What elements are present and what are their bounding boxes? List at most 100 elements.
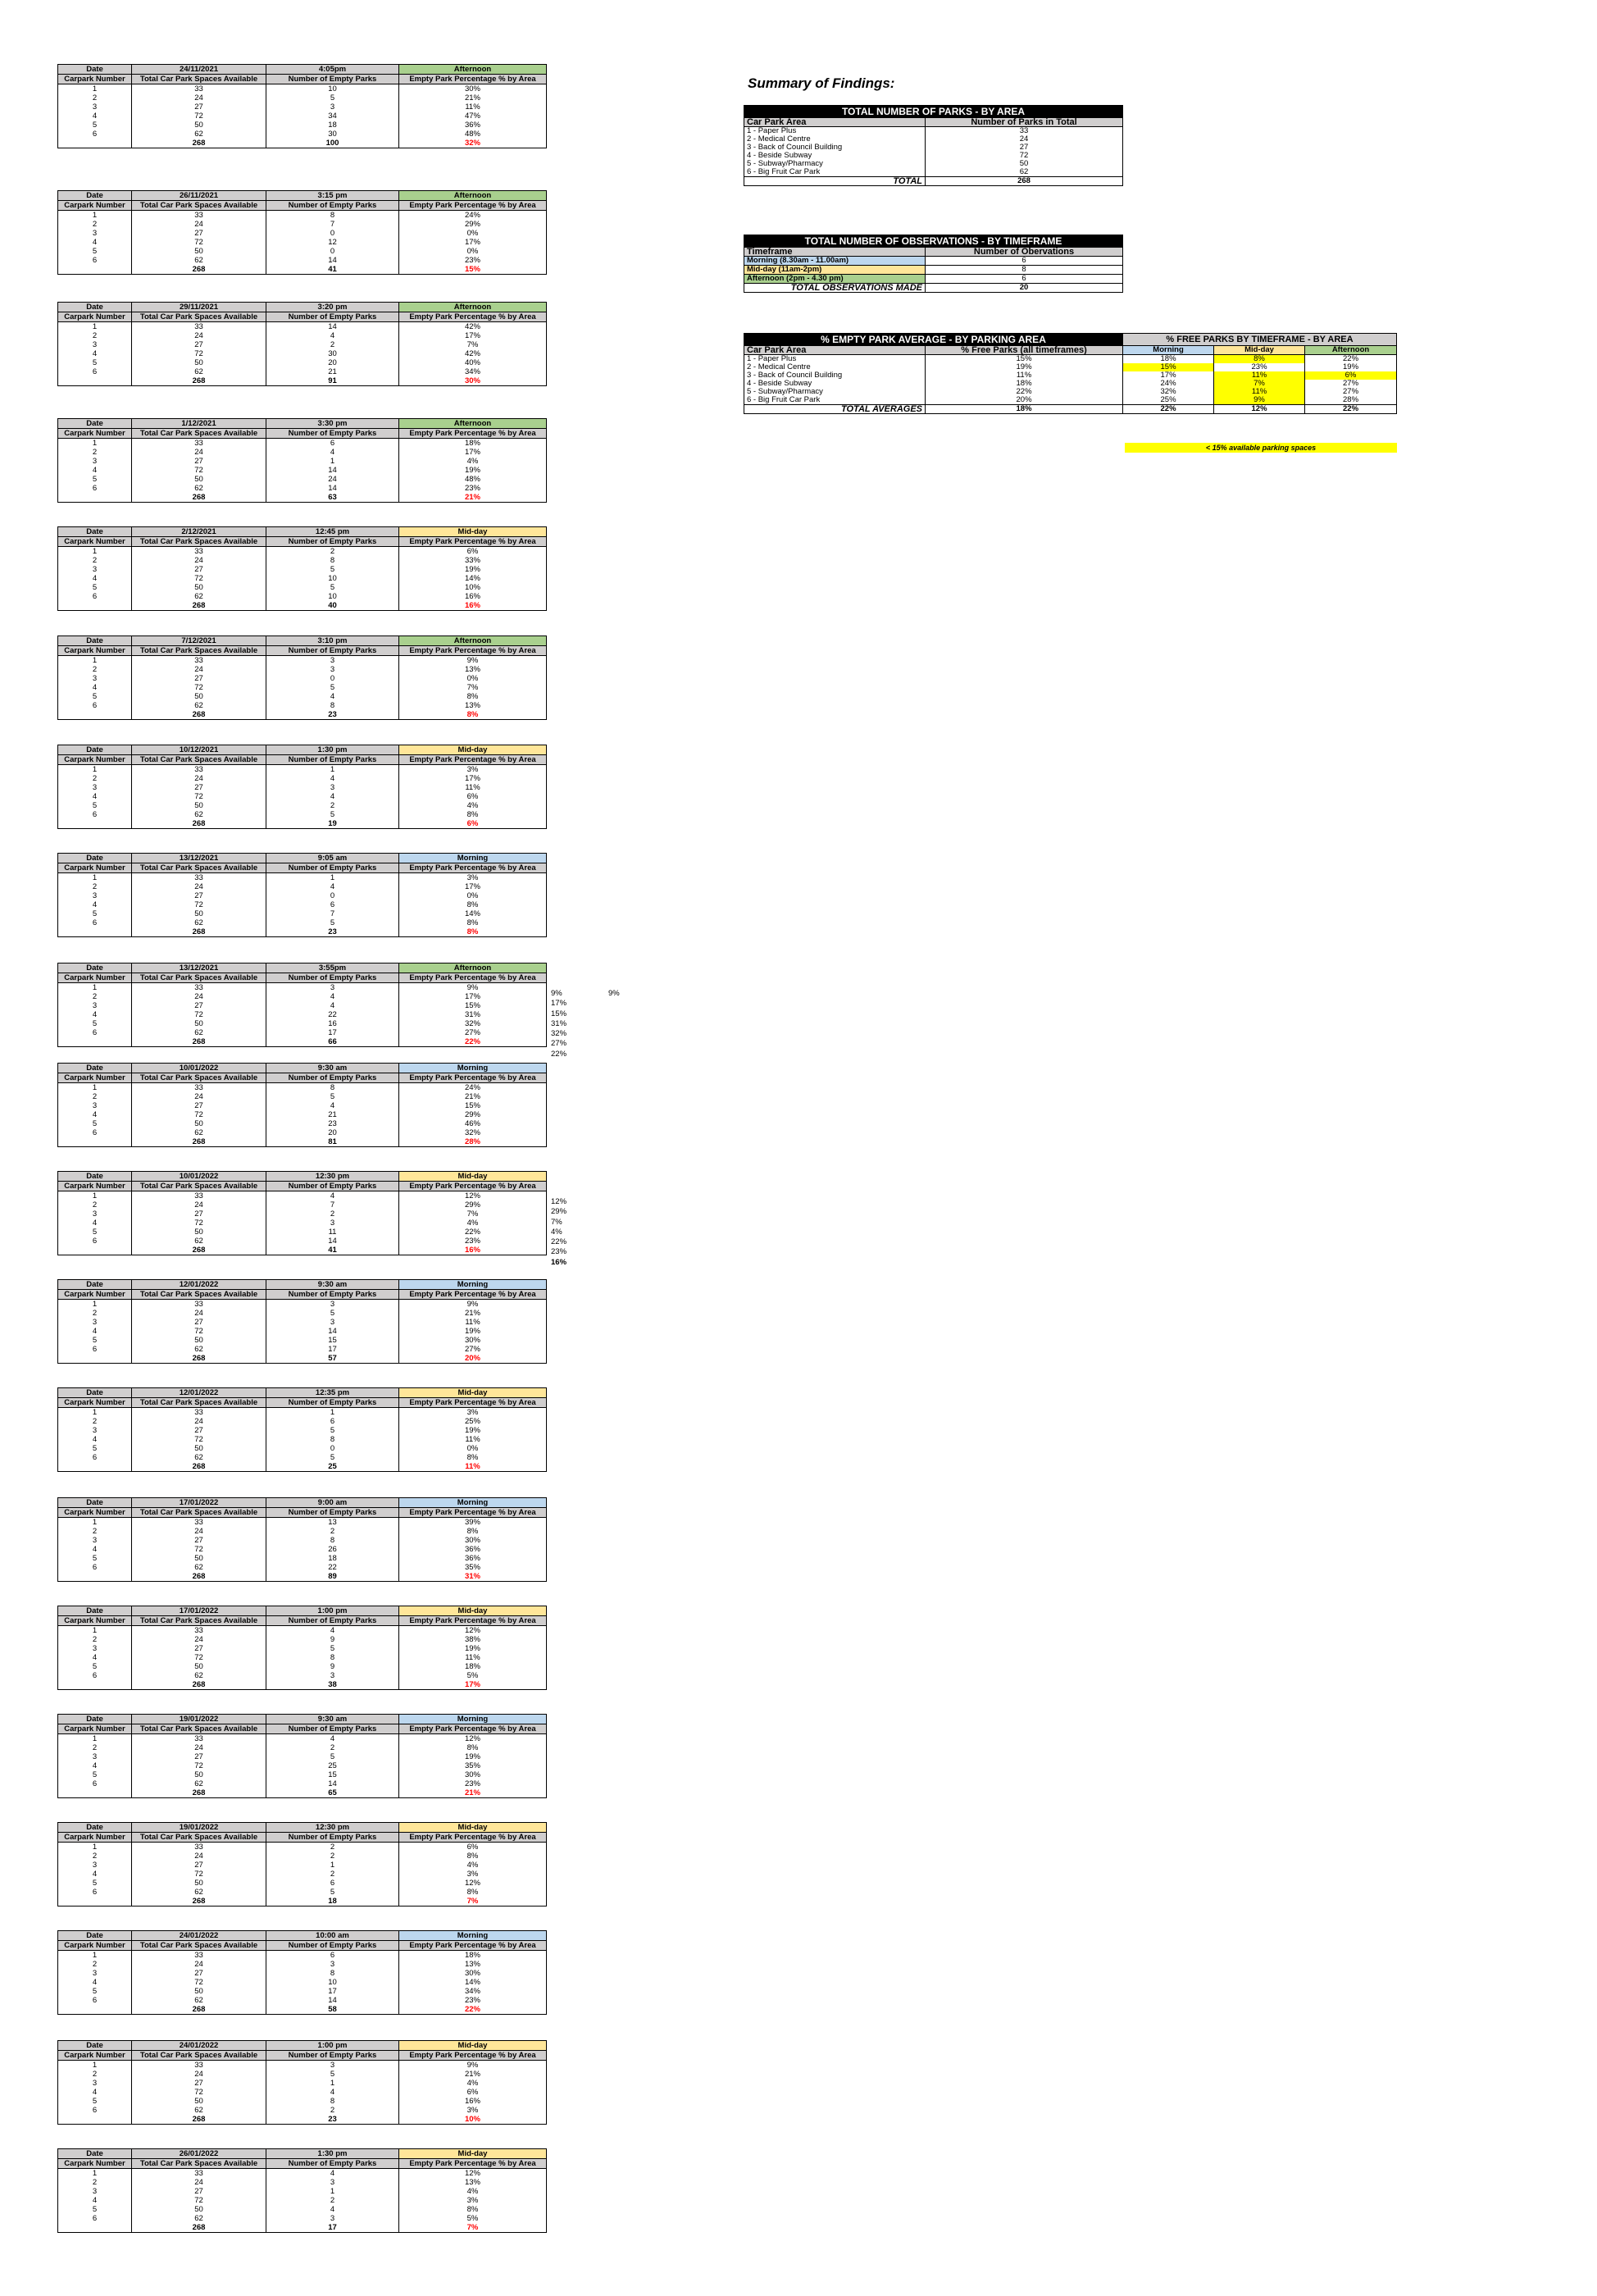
total-spaces-header: Total Car Park Spaces Available: [131, 863, 266, 873]
empty-pct: 4%: [398, 801, 547, 810]
total-empty-sum: 63: [266, 493, 399, 503]
side-note: 22%: [551, 1049, 567, 1059]
empty-pct: 30%: [398, 1770, 547, 1779]
empty-parks: 4: [266, 992, 399, 1001]
empty-parks: 17: [266, 1028, 399, 1037]
summary-title: Summary of Findings:: [748, 75, 895, 91]
carpark-number-header: Carpark Number: [57, 1940, 132, 1951]
empty-parks-header: Number of Empty Parks: [266, 2158, 399, 2169]
total-empty-sum: 89: [266, 1572, 399, 1582]
total-spaces-header: Total Car Park Spaces Available: [131, 1832, 266, 1843]
total-blank: [57, 1037, 132, 1047]
empty-parks: 1: [266, 764, 399, 774]
carpark-number: 6: [57, 1128, 132, 1137]
total-empty-pct: 11%: [398, 1462, 547, 1472]
total-empty-sum: 66: [266, 1037, 399, 1047]
empty-parks-header: Number of Empty Parks: [266, 74, 399, 84]
carpark-number: 4: [57, 1545, 132, 1554]
empty-parks: 8: [266, 1435, 399, 1444]
carpark-number: 6: [57, 1028, 132, 1037]
total-spaces: 27: [131, 457, 266, 466]
carpark-number: 1: [57, 2168, 132, 2178]
total-spaces: 72: [131, 1870, 266, 1879]
observation-timeframe: Mid-day: [398, 2040, 547, 2051]
total-spaces: 24: [131, 448, 266, 457]
avg-col-morning: Morning: [1122, 345, 1215, 355]
obs-tf-count: 6: [924, 274, 1124, 284]
avg-row-all: 19%: [924, 363, 1124, 371]
empty-parks: 26: [266, 1545, 399, 1554]
avg-col-area: Car Park Area: [744, 345, 926, 355]
observation-timeframe: Morning: [398, 1930, 547, 1941]
total-spaces: 27: [131, 1426, 266, 1435]
empty-parks-header: Number of Empty Parks: [266, 1181, 399, 1191]
empty-pct: 12%: [398, 1879, 547, 1888]
avg-row-afternoon: 6%: [1304, 371, 1398, 380]
total-empty-sum: 23: [266, 710, 399, 720]
observation-date: 10/01/2022: [131, 1063, 266, 1073]
empty-pct: 4%: [398, 2187, 547, 2196]
empty-parks: 15: [266, 1336, 399, 1345]
carpark-number: 5: [57, 1019, 132, 1028]
total-blank: [57, 1462, 132, 1472]
total-spaces: 72: [131, 683, 266, 692]
empty-pct: 48%: [398, 475, 547, 484]
carpark-number: 2: [57, 220, 132, 229]
empty-parks: 17: [266, 1345, 399, 1354]
carpark-number: 4: [57, 1435, 132, 1444]
carpark-number: 1: [57, 1842, 132, 1852]
carpark-number: 5: [57, 1444, 132, 1453]
date-label: Date: [57, 302, 132, 312]
parks-row-count: 27: [925, 144, 1123, 152]
observation-date: 1/12/2021: [131, 418, 266, 429]
total-empty-sum: 19: [266, 819, 399, 829]
empty-parks: 10: [266, 84, 399, 93]
total-spaces-sum: 268: [131, 493, 266, 503]
total-empty-pct: 21%: [398, 493, 547, 503]
total-spaces-header: Total Car Park Spaces Available: [131, 2158, 266, 2169]
empty-pct: 12%: [398, 1191, 547, 1200]
observation-time: 10:00 am: [266, 1930, 399, 1941]
observation-date: 19/01/2022: [131, 1714, 266, 1724]
empty-parks-header: Number of Empty Parks: [266, 1832, 399, 1843]
carpark-number-header: Carpark Number: [57, 312, 132, 322]
empty-parks: 18: [266, 121, 399, 130]
total-spaces: 27: [131, 340, 266, 349]
carpark-number: 4: [57, 1110, 132, 1119]
observation-timeframe: Mid-day: [398, 526, 547, 537]
empty-parks: 4: [266, 331, 399, 340]
empty-parks: 14: [266, 1779, 399, 1788]
total-empty-sum: 25: [266, 1462, 399, 1472]
empty-pct: 36%: [398, 1554, 547, 1563]
date-label: Date: [57, 1171, 132, 1182]
empty-pct: 21%: [398, 2070, 547, 2079]
carpark-number: 1: [57, 1407, 132, 1417]
total-spaces: 33: [131, 84, 266, 93]
carpark-number: 4: [57, 1761, 132, 1770]
total-spaces: 27: [131, 1644, 266, 1653]
carpark-number: 3: [57, 674, 132, 683]
empty-pct: 21%: [398, 1309, 547, 1318]
carpark-number: 2: [57, 1309, 132, 1318]
